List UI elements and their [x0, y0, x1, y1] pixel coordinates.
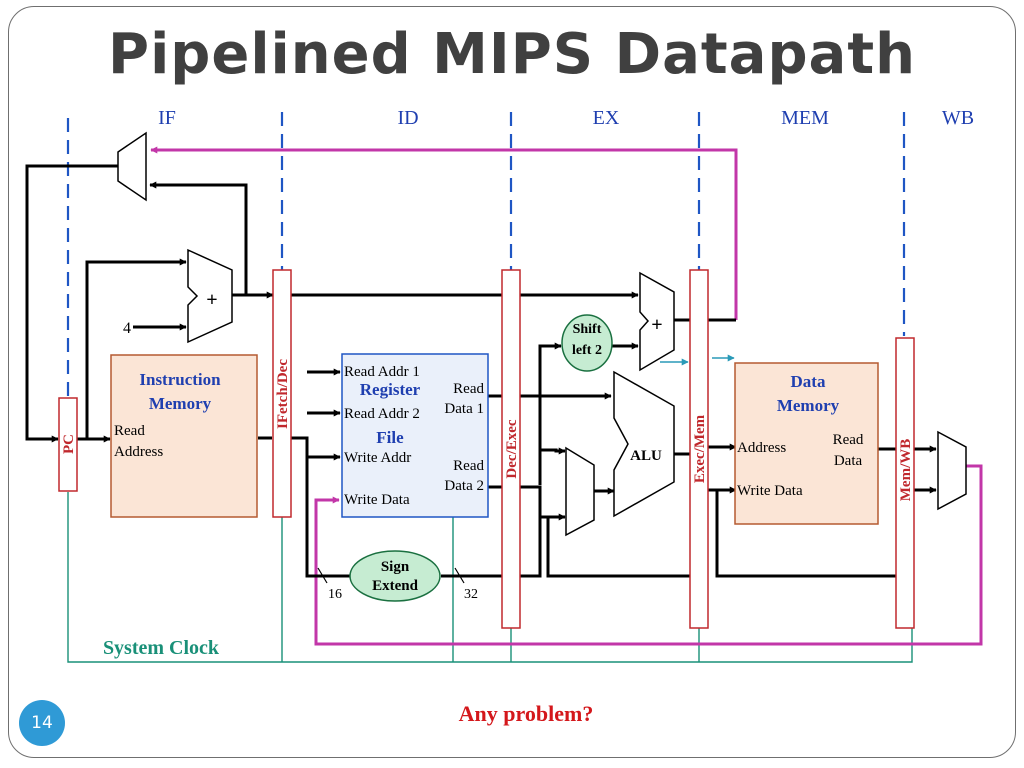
- write-back-data-path: [314, 464, 983, 646]
- sign-extend-input-width: 16: [328, 587, 342, 602]
- slide-title: Pipelined MIPS Datapath: [108, 22, 916, 87]
- data-memory-title-line1: Data: [791, 372, 826, 391]
- data-memory: [734, 362, 879, 525]
- mem-wb-register-label: Mem/WB: [898, 439, 914, 501]
- data-memory-output-line1: Read: [833, 432, 864, 448]
- register-file-title-line2: File: [376, 428, 404, 447]
- register-file-output-2-line2: Data 2: [444, 478, 484, 494]
- branch-adder: [639, 271, 675, 372]
- data-memory-output-line2: Data: [834, 453, 863, 469]
- question-text: Any problem?: [459, 701, 594, 726]
- instruction-memory-port-line1: Read: [114, 423, 145, 439]
- branch-target-path: [150, 146, 738, 320]
- instruction-memory-port-line2: Address: [114, 444, 163, 460]
- shift-left-label-line2: left 2: [572, 343, 602, 358]
- shift-left-2: [561, 314, 613, 372]
- instruction-memory-title-line2: Memory: [149, 394, 212, 413]
- register-file: [341, 353, 489, 518]
- stage-label-if: IF: [158, 107, 176, 129]
- register-file-input-read-addr-1: Read Addr 1: [344, 364, 420, 380]
- stage-label-mem: MEM: [781, 107, 829, 129]
- alu: [613, 370, 675, 518]
- ifetch-dec-register: [272, 269, 292, 518]
- constant-four-label: 4: [123, 320, 131, 337]
- sign-extend-label-line2: Extend: [372, 578, 419, 594]
- branch-adder-symbol: +: [651, 314, 662, 336]
- register-file-input-write-addr: Write Addr: [344, 450, 411, 466]
- data-memory-input-address: Address: [737, 440, 786, 456]
- sign-extend: [349, 550, 441, 602]
- datapath-wires: [25, 164, 937, 578]
- slide-number-badge: 14: [19, 700, 65, 746]
- alu-label: ALU: [630, 448, 662, 464]
- sign-extend-output-width: 32: [464, 587, 478, 602]
- alu-source-mux: [565, 446, 595, 537]
- sign-extend-label-line1: Sign: [381, 559, 410, 575]
- register-file-output-1-line1: Read: [453, 381, 484, 397]
- data-memory-input-write-data: Write Data: [737, 483, 803, 499]
- slide-frame: [8, 6, 1016, 758]
- shift-left-label-line1: Shift: [573, 322, 602, 337]
- dec-exec-register-label: Dec/Exec: [504, 419, 520, 478]
- pc-adder-symbol: +: [206, 289, 217, 311]
- pc-register: [58, 397, 78, 492]
- register-file-input-write-data: Write Data: [344, 492, 410, 508]
- exec-mem-register: [689, 269, 709, 629]
- stage-label-id: ID: [397, 107, 418, 129]
- register-file-title-line1: Register: [360, 380, 421, 399]
- dec-exec-register: [501, 269, 521, 629]
- register-file-output-1-line2: Data 1: [444, 401, 484, 417]
- system-clock-label: System Clock: [103, 637, 220, 659]
- exec-mem-register-label: Exec/Mem: [692, 414, 708, 483]
- pc-increment-adder: [187, 248, 233, 344]
- mem-wb-register: [895, 337, 915, 629]
- stage-label-wb: WB: [942, 107, 974, 129]
- instruction-memory-title-line1: Instruction: [139, 370, 221, 389]
- register-file-output-2-line1: Read: [453, 458, 484, 474]
- stage-label-ex: EX: [593, 107, 620, 129]
- slide-number: 14: [31, 713, 53, 733]
- stage-boundaries: [66, 112, 906, 396]
- pc-source-mux: [117, 131, 147, 202]
- mem-to-reg-mux: [937, 430, 967, 511]
- ifetch-dec-register-label: IFetch/Dec: [275, 359, 291, 429]
- instruction-memory: [110, 354, 258, 518]
- register-file-input-read-addr-2: Read Addr 2: [344, 406, 420, 422]
- data-memory-title-line2: Memory: [777, 396, 840, 415]
- pc-register-label: PC: [61, 434, 77, 454]
